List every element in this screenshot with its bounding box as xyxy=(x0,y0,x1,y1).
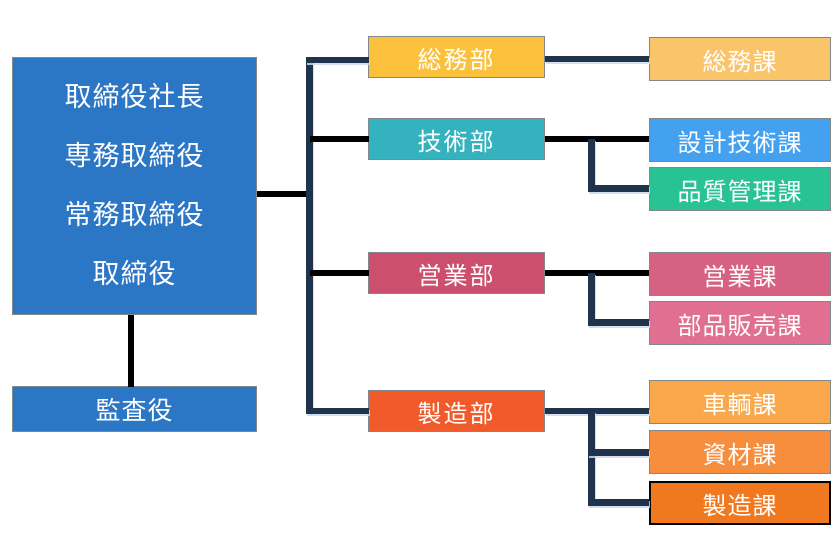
section-sales-box: 営業課 xyxy=(649,252,831,296)
section-vehicle-box: 車輌課 xyxy=(649,380,831,424)
connector-sales-drop xyxy=(588,273,595,326)
section-materials-box: 資材課 xyxy=(649,430,831,474)
dept-sales-box: 営業部 xyxy=(368,252,545,294)
connector-trunk-to-manufacturing xyxy=(306,408,369,414)
connector-manufacturing-to-manufacturing-section xyxy=(588,499,649,506)
connector-engineering-to-quality xyxy=(588,185,649,192)
executive-title-senior-md: 専務取締役 xyxy=(64,141,205,171)
section-parts-sales-box: 部品販売課 xyxy=(649,301,831,345)
connector-exec-to-auditor xyxy=(128,315,134,387)
dept-general-affairs-box: 総務部 xyxy=(368,36,545,78)
connector-manufacturing-drop xyxy=(588,411,595,506)
connector-dept-trunk xyxy=(306,57,313,414)
connector-trunk-to-general-affairs xyxy=(306,57,369,63)
connector-sales-to-parts-sales xyxy=(588,319,649,326)
connector-engineering-to-design xyxy=(545,136,649,142)
dept-manufacturing-box: 製造部 xyxy=(368,390,545,432)
executive-title-president: 取締役社長 xyxy=(64,82,205,112)
section-general-affairs-box: 総務課 xyxy=(649,37,831,81)
connector-trunk-to-engineering xyxy=(310,136,369,142)
connector-manufacturing-to-materials xyxy=(588,449,649,456)
connector-trunk-to-sales xyxy=(310,270,369,276)
connector-general-affairs-to-section xyxy=(545,56,649,62)
connector-exec-to-trunk xyxy=(257,191,309,197)
connector-sales-to-sales-section xyxy=(545,270,649,276)
executive-board-box: 取締役社長 専務取締役 常務取締役 取締役 xyxy=(12,57,257,315)
connector-manufacturing-to-vehicle xyxy=(545,408,649,414)
executive-title-managing-dir: 常務取締役 xyxy=(64,200,205,230)
section-design-engineering-box: 設計技術課 xyxy=(649,118,831,162)
connector-engineering-drop xyxy=(588,139,595,192)
executive-title-director: 取締役 xyxy=(92,259,177,289)
section-manufacturing-box: 製造課 xyxy=(649,481,831,525)
section-quality-control-box: 品質管理課 xyxy=(649,167,831,211)
auditor-box: 監査役 xyxy=(12,386,257,432)
dept-engineering-box: 技術部 xyxy=(368,118,545,160)
